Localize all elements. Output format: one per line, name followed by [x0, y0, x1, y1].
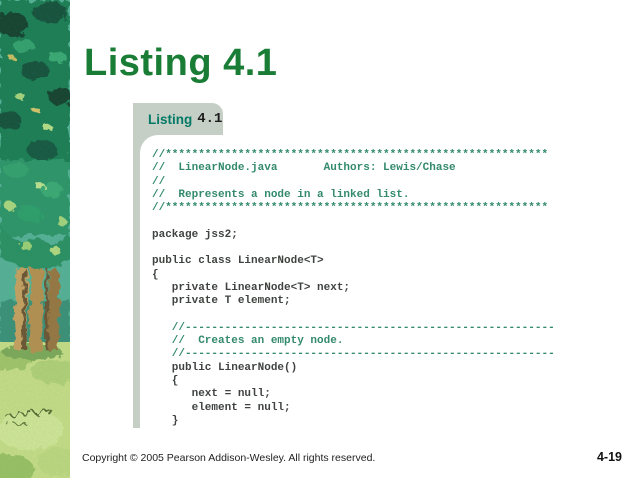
code-line: {	[152, 375, 179, 388]
listing-tab: Listing 4.1	[133, 103, 223, 135]
code-line: private T element;	[152, 295, 291, 308]
copyright-text: Copyright © 2005 Pearson Addison-Wesley.…	[82, 452, 376, 464]
code-line: public class LinearNode<T>	[152, 255, 324, 268]
code-line: package jss2;	[152, 228, 238, 241]
listing-tab-spine	[133, 130, 140, 428]
code-line: public LinearNode()	[152, 361, 298, 374]
listing-tab-word: Listing	[148, 111, 193, 127]
code-line: // Creates an empty node.	[152, 335, 344, 348]
tree-illustration	[0, 0, 79, 483]
listing-tab-number: 4.1	[197, 111, 223, 127]
code-line: next = null;	[152, 388, 271, 401]
code-line	[152, 309, 555, 322]
page-number: 4-19	[596, 450, 622, 464]
code-line: }	[152, 414, 179, 427]
code-line: //	[152, 175, 166, 188]
code-line: //--------------------------------------…	[152, 321, 555, 334]
code-line: //--------------------------------------…	[152, 348, 555, 361]
code-line	[152, 242, 555, 255]
code-line: // Represents a node in a linked list.	[152, 188, 410, 201]
code-line: private LinearNode<T> next;	[152, 281, 351, 294]
code-block: //**************************************…	[152, 149, 555, 428]
code-line: {	[152, 268, 159, 281]
code-line: // LinearNode.java Authors: Lewis/Chase	[152, 162, 456, 175]
listing-content-corner	[140, 135, 176, 171]
code-line: //**************************************…	[152, 149, 549, 161]
code-line: element = null;	[152, 401, 291, 414]
code-line: //**************************************…	[152, 202, 549, 215]
code-line	[152, 215, 555, 228]
page-title: Listing 4.1	[84, 42, 278, 84]
